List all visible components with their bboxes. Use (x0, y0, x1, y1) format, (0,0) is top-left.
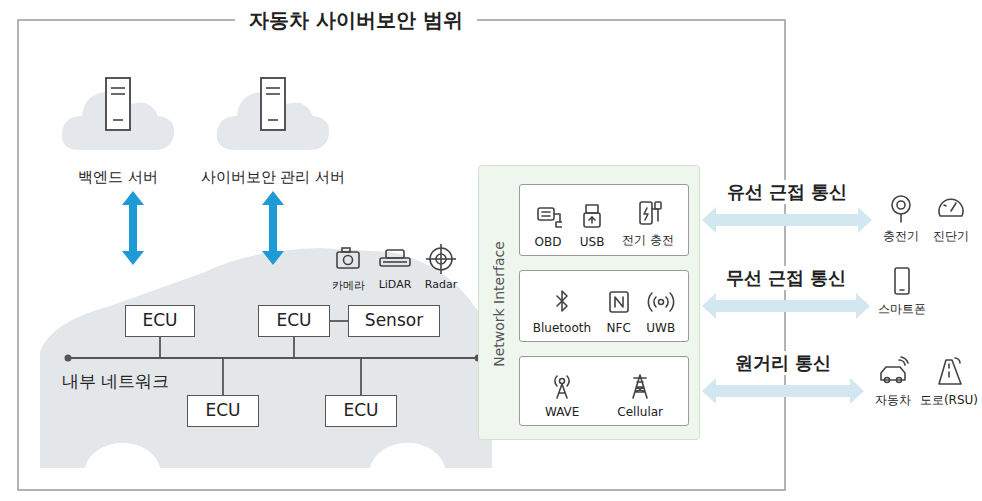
cloud-svg (213, 72, 333, 154)
device-icon-svg (933, 356, 965, 388)
device-icon (886, 265, 918, 297)
interface-icon-svg (548, 372, 576, 400)
interface-icon-svg (647, 288, 675, 316)
ecu-label: ECU (338, 400, 384, 420)
cloud-server-icon (178, 72, 368, 154)
ecu-label: ECU (271, 310, 317, 330)
interface-group-box: WAVE Cellular (519, 356, 689, 426)
interface-label: Bluetooth (533, 321, 591, 335)
interface-icon-svg (534, 202, 562, 230)
network-interface-panel: Network Interface OBD USB 전기 충전 Bluetooth NFC… (478, 165, 700, 440)
connector-arrow (262, 191, 284, 265)
ecu-box: ECU (325, 395, 397, 427)
panel-label: Network Interface (491, 241, 507, 367)
diagram-title: 자동차 사이버보안 범위 (235, 7, 477, 34)
device-label: 스마트폰 (878, 301, 926, 318)
interface-label: OBD (535, 235, 562, 249)
device-label: 도로(RSU) (920, 392, 978, 409)
interface-label: NFC (607, 321, 631, 335)
interface-icon (647, 288, 675, 316)
connector-arrow (122, 191, 144, 265)
interface-icon-svg (626, 372, 654, 400)
connector-line (330, 320, 348, 322)
server-cloud: 백엔드 서버 (48, 72, 188, 187)
interface-item: WAVE (545, 372, 579, 419)
interface-icon-svg (578, 202, 606, 230)
interface-icon (548, 372, 576, 400)
external-device: 진단기 (928, 192, 974, 245)
interface-item: Cellular (617, 372, 663, 419)
interface-icon (605, 288, 633, 316)
server-label: 백엔드 서버 (48, 168, 188, 187)
interface-icon (548, 288, 576, 316)
interface-item: UWB (646, 288, 675, 335)
edge-label: 유선 근접 통신 (724, 180, 851, 204)
ecu-box: ECU (187, 395, 259, 427)
edge-label: 원거리 통신 (732, 351, 834, 375)
interface-icon-svg (634, 199, 662, 227)
interface-group-box: OBD USB 전기 충전 (519, 184, 689, 256)
interface-group-box: Bluetooth NFC UWB (519, 270, 689, 342)
interface-item: NFC (605, 288, 633, 335)
sensor-label: 카메라 (332, 278, 365, 293)
edge-label: 무선 근접 통신 (723, 266, 850, 290)
ecu-label: ECU (200, 400, 246, 420)
device-icon (885, 192, 917, 224)
connector-arrow (702, 293, 870, 319)
external-device: 스마트폰 (874, 265, 930, 318)
interface-icon (534, 202, 562, 230)
device-icon-svg (885, 192, 917, 224)
external-device: 자동차 (868, 356, 918, 409)
sensor-label: LiDAR (379, 278, 412, 291)
network-label: 내부 네트워크 (62, 370, 169, 393)
device-icon (933, 356, 965, 388)
connector-arrow (702, 378, 864, 404)
external-device: 도로(RSU) (920, 356, 978, 409)
device-icon-svg (886, 265, 918, 297)
interface-item: USB (578, 202, 606, 249)
ecu-label: ECU (138, 310, 182, 330)
connector-arrow (702, 207, 872, 233)
interface-item: 전기 충전 (622, 199, 674, 249)
interface-label: USB (580, 235, 605, 249)
cloud-svg (58, 72, 178, 154)
interface-item: Bluetooth (533, 288, 591, 335)
ecu-label: Sensor (361, 310, 427, 330)
device-label: 진단기 (933, 228, 969, 245)
sensor-label: Radar (425, 278, 457, 291)
interface-icon (626, 372, 654, 400)
ecu-box: ECU (125, 305, 195, 337)
external-device: 충전기 (876, 192, 926, 245)
interface-icon (634, 199, 662, 227)
device-icon (877, 356, 909, 388)
cloud-server-icon (48, 72, 188, 154)
device-label: 자동차 (875, 392, 911, 409)
interface-label: WAVE (545, 405, 579, 419)
device-icon-svg (877, 356, 909, 388)
ecu-box: Sensor (348, 305, 440, 337)
device-label: 충전기 (883, 228, 919, 245)
ecu-box: ECU (258, 305, 330, 337)
device-icon-svg (935, 192, 967, 224)
device-icon (935, 192, 967, 224)
interface-item: OBD (534, 202, 562, 249)
interface-icon (578, 202, 606, 230)
server-cloud: 사이버보안 관리 서버 (178, 72, 368, 187)
server-label: 사이버보안 관리 서버 (178, 168, 368, 187)
interface-label: Cellular (617, 405, 663, 419)
interface-icon-svg (548, 288, 576, 316)
interface-label: UWB (646, 321, 675, 335)
interface-label: 전기 충전 (622, 232, 674, 249)
interface-icon-svg (605, 288, 633, 316)
